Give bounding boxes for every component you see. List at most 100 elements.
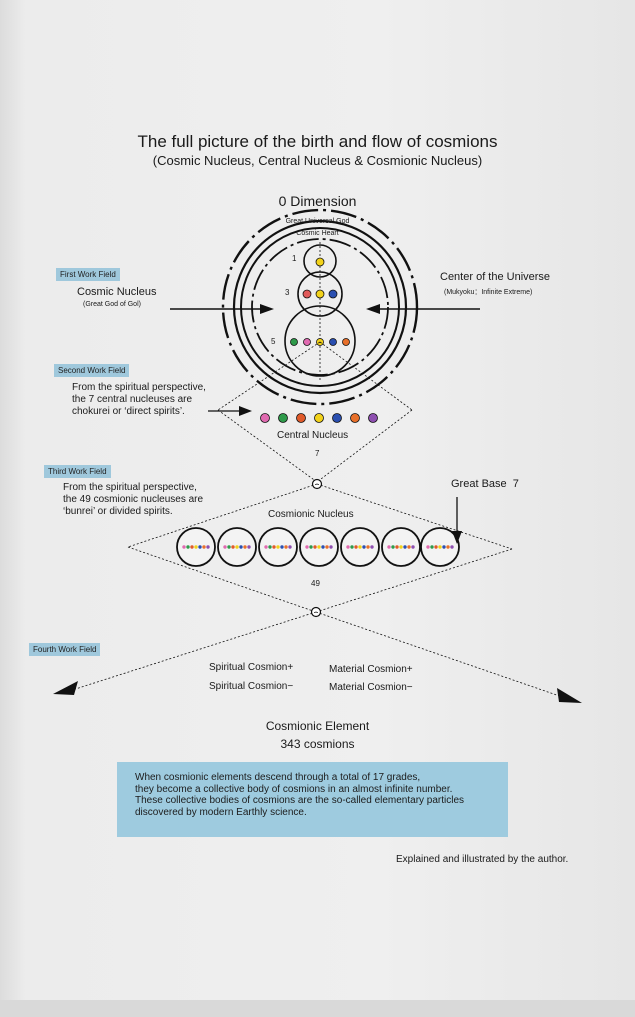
center-of-universe-label: Center of the Universe <box>440 271 551 283</box>
cosmionic-micro-dot <box>272 545 276 549</box>
cosmionic-micro-dot <box>387 545 391 549</box>
cosmionic-micro-dot <box>202 545 206 549</box>
cosmionic-micro-dot <box>434 545 438 549</box>
second-work-field-tag: Second Work Field <box>54 364 130 377</box>
cosmionic-micro-dot <box>346 545 350 549</box>
cosmionic-micro-dot <box>264 545 268 549</box>
arrow-from-left <box>170 304 274 314</box>
cosmionic-micro-dot <box>243 545 247 549</box>
fan-arrow-left <box>53 681 78 695</box>
page-subtitle: (Cosmic Nucleus, Central Nucleus & Cosmi… <box>152 153 483 168</box>
cosmionic-micro-dot <box>227 545 231 549</box>
cosmic-nucleus-rings <box>221 208 419 406</box>
material-cosmion-plus: Material Cosmion+ <box>329 664 413 675</box>
cosmionic-micro-dot <box>206 545 210 549</box>
third-field-line-1: From the spiritual perspective, <box>63 482 197 493</box>
cosmionic-micro-dot <box>399 545 403 549</box>
cosmionic-micro-dot <box>231 545 235 549</box>
cosmionic-micro-dot <box>329 545 333 549</box>
info-line-1: When cosmionic elements descend through … <box>135 772 421 783</box>
info-line-2: they become a collective body of cosmion… <box>135 783 453 795</box>
cosmionic-micro-dot <box>305 545 309 549</box>
cosmionic-micro-dot <box>350 545 354 549</box>
cosmionic-micro-dot <box>321 545 325 549</box>
cosmionic-micro-dot <box>194 545 198 549</box>
cosmionic-micro-dot <box>190 545 194 549</box>
cosmionic-micro-dot <box>358 545 362 549</box>
cosmionic-micro-dot <box>430 545 434 549</box>
cosmionic-micro-dot <box>370 545 374 549</box>
cosmionic-dot-rows <box>182 545 454 549</box>
cosmionic-micro-dot <box>354 545 358 549</box>
fan-arrow-right <box>557 688 582 703</box>
cosmionic-micro-dot <box>438 545 442 549</box>
great-base-text: Great Base <box>451 478 507 490</box>
ring-3-dots <box>302 289 338 299</box>
spiritual-cosmion-minus: Spiritual Cosmion− <box>209 681 294 692</box>
cosmionic-micro-dot <box>280 545 284 549</box>
cosmionic-nucleus-diamond <box>127 483 513 613</box>
author-credit: Explained and illustrated by the author. <box>396 854 569 865</box>
cosmionic-micro-dot <box>407 545 411 549</box>
central-nucleus-count: 7 <box>315 449 320 458</box>
cosmionic-nucleus-label: Cosmionic Nucleus <box>268 509 354 520</box>
fourth-field-fan <box>65 611 575 702</box>
center-of-universe-sub: (Mukyoku：Infinite Extreme) <box>444 289 533 296</box>
ring-1-dots <box>315 257 325 267</box>
cosmionic-micro-dot <box>391 545 395 549</box>
ring-5-number: 5 <box>271 337 276 346</box>
info-line-3: These collective bodies of cosmions are … <box>135 795 465 806</box>
arrow-from-right <box>366 304 480 314</box>
fourth-work-field-tag: Fourth Work Field <box>29 643 101 656</box>
cosmionic-micro-dot <box>313 545 317 549</box>
second-field-line-3: chokurei or ‘direct spirits’. <box>72 406 185 417</box>
cosmionic-micro-dot <box>411 545 415 549</box>
cosmionic-micro-dot <box>426 545 430 549</box>
great-base-number: 7 <box>512 478 519 490</box>
first-work-field-tag: First Work Field <box>56 268 120 281</box>
cosmionic-micro-dot <box>268 545 272 549</box>
cosmionic-micro-dot <box>276 545 280 549</box>
cosmionic-element-label: Cosmionic Element <box>265 719 370 733</box>
cosmionic-micro-dot <box>223 545 227 549</box>
cosmionic-micro-dot <box>450 545 454 549</box>
page-edge <box>0 1000 635 1017</box>
cosmionic-element-count: 343 cosmions <box>280 737 355 751</box>
ring-5-dots <box>290 338 350 346</box>
spiritual-cosmion-plus: Spiritual Cosmion+ <box>209 662 294 673</box>
great-base-label: Great Base 7 <box>451 478 519 490</box>
info-line-4: discovered by modern Earthly science. <box>135 806 307 818</box>
cosmic-heart-label: Cosmic Heart <box>296 230 339 237</box>
cosmic-nucleus-sub: (Great God of Gol) <box>83 301 141 308</box>
ring-1-number: 1 <box>292 254 297 263</box>
central-nucleus-diamond <box>217 341 413 483</box>
cosmionic-micro-dot <box>239 545 243 549</box>
cosmionic-micro-dot <box>186 545 190 549</box>
cosmionic-micro-dot <box>309 545 313 549</box>
cosmionic-nucleus-count: 49 <box>311 579 320 588</box>
material-cosmion-minus: Material Cosmion− <box>329 682 413 693</box>
third-work-field-tag: Third Work Field <box>44 465 111 478</box>
arrow-to-central <box>208 406 252 416</box>
second-field-line-1: From the spiritual perspective, <box>72 382 206 393</box>
cosmionic-micro-dot <box>284 545 288 549</box>
cosmionic-micro-dot <box>247 545 251 549</box>
third-field-line-2: the 49 cosmionic nucleuses are <box>63 494 204 505</box>
ring-3-number: 3 <box>285 288 290 297</box>
cosmionic-micro-dot <box>235 545 239 549</box>
third-field-text: From the spiritual perspective, the 49 c… <box>63 482 203 518</box>
second-field-line-2: the 7 central nucleuses are <box>72 394 193 405</box>
info-box: When cosmionic elements descend through … <box>117 762 508 837</box>
great-universal-god-label: Great Universal God <box>285 218 350 225</box>
cosmionic-micro-dot <box>395 545 399 549</box>
central-nucleus-dots <box>260 413 378 423</box>
cosmionic-micro-dot <box>362 545 366 549</box>
cosmionic-micro-dot <box>182 545 186 549</box>
cosmionic-micro-dot <box>442 545 446 549</box>
cosmionic-micro-dot <box>288 545 292 549</box>
cosmionic-micro-dot <box>317 545 321 549</box>
dimension-label: 0 Dimension <box>278 193 357 209</box>
cosmionic-micro-dot <box>403 545 407 549</box>
